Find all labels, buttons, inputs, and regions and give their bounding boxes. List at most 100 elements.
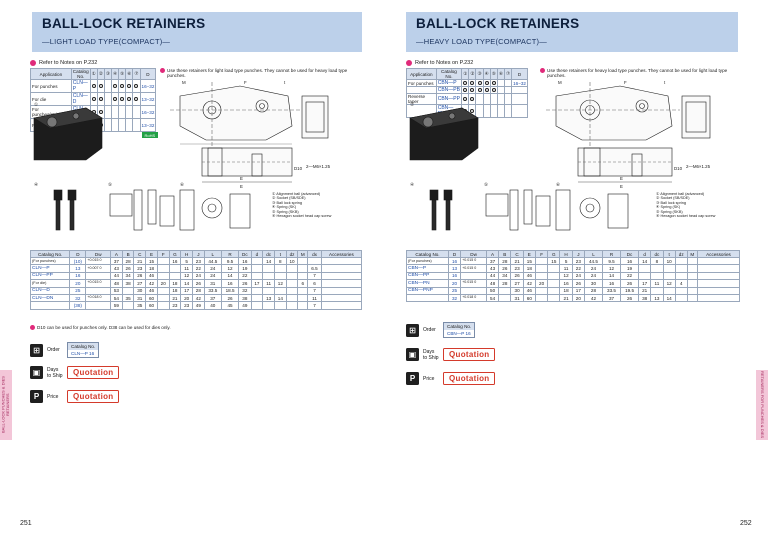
catalog-cell[interactable]: CBN—P xyxy=(406,264,449,273)
available-circle-icon xyxy=(98,83,103,88)
side-tab-right[interactable]: RETAINERS FOR PUNCHES & DIES xyxy=(756,370,768,440)
dimension-cell: 10 xyxy=(662,256,676,266)
catalog-cell[interactable]: CBN—PP xyxy=(406,271,449,281)
dimension-cell xyxy=(674,271,688,281)
order-example: Catalog No. CBN—P 16 xyxy=(443,322,476,338)
catalog-cell[interactable]: CLN—PP xyxy=(29,271,71,281)
dimension-cell: 28 xyxy=(583,286,604,295)
dimension-cell: 26 xyxy=(620,279,640,288)
dimension-cell: 13 xyxy=(650,293,664,303)
dimension-cell: 16 xyxy=(559,279,573,288)
price-label: Price xyxy=(423,375,435,382)
diameter-cell: 32 xyxy=(69,293,87,303)
parts-list-item: ⑥ Hexagon socket head cap screw xyxy=(656,214,716,219)
price-quotation-button[interactable]: Quotation xyxy=(443,372,496,385)
days-quotation-button[interactable]: Quotation xyxy=(67,366,120,379)
column-header: t xyxy=(273,250,287,258)
diameter-cell: 13 xyxy=(69,264,87,273)
dimension-cell: 23 xyxy=(510,264,524,273)
tolerance-cell xyxy=(460,286,487,295)
available-circle-icon xyxy=(91,96,96,101)
accessories-cell xyxy=(320,293,363,303)
svg-text:E: E xyxy=(620,176,623,181)
column-header: dz xyxy=(285,250,299,258)
available-circle-icon xyxy=(98,96,103,101)
dimension-cell: 12 xyxy=(662,279,676,288)
svg-text:①: ① xyxy=(410,102,414,107)
column-header: Catalog No. xyxy=(406,250,449,258)
days-quotation-button[interactable]: Quotation xyxy=(443,348,496,361)
catalog-cell[interactable]: CBN—PN xyxy=(406,279,449,288)
catalog-cell[interactable]: CLN—P xyxy=(29,264,71,273)
available-circle-icon xyxy=(134,83,139,88)
dimension-cell: 60 xyxy=(145,301,158,310)
dimension-cell xyxy=(650,286,664,295)
dimension-cell xyxy=(273,264,287,273)
dimension-cell xyxy=(547,293,561,303)
accessories-cell xyxy=(320,301,363,310)
days-to-ship-row: ▣ Days to Ship Quotation xyxy=(30,366,120,379)
svg-text:⑥: ⑥ xyxy=(556,182,560,187)
dim-label: t xyxy=(284,80,286,85)
dimension-cell: 9.5 xyxy=(220,256,240,266)
catalog-cell[interactable]: CLN—D xyxy=(29,286,71,295)
dimension-cell: 4 xyxy=(674,279,688,288)
diameter-cell: 25 xyxy=(69,286,87,295)
dimension-cell xyxy=(285,271,299,281)
dimension-cell: 21 xyxy=(559,293,573,303)
available-circle-icon xyxy=(91,83,96,88)
dimension-cell: 33.5 xyxy=(203,286,222,295)
dimension-cell: 17 xyxy=(250,279,264,288)
dimension-cell: 60 xyxy=(522,293,536,303)
dimension-cell: 18 xyxy=(168,279,182,288)
dimension-cell: 33.5 xyxy=(601,286,622,295)
page-title: BALL-LOCK RETAINERS xyxy=(416,16,580,31)
catalog-cell[interactable]: CLN—DN xyxy=(29,293,71,303)
side-tab-left[interactable]: BALL-LOCK PUNCHES & DIES RETAINERS xyxy=(0,370,12,440)
dimension-cell xyxy=(534,271,549,281)
dimension-cell: 10 xyxy=(285,256,299,266)
price-row: P Price Quotation xyxy=(30,390,120,403)
dimension-cell: 48 xyxy=(110,279,123,288)
dimension-cell xyxy=(547,271,561,281)
dimension-cell: 17 xyxy=(571,286,585,295)
parts-list: ① Alignment ball (advanced)② Socket (SB/… xyxy=(656,192,746,218)
column-header: F xyxy=(534,250,549,258)
column-header: L xyxy=(203,250,222,258)
catalog-cell[interactable]: CBN—PNP xyxy=(406,286,449,295)
price-icon: P xyxy=(406,372,419,385)
dimension-cell: 43 xyxy=(110,264,123,273)
accessories-cell xyxy=(320,256,363,266)
available-circle-icon xyxy=(477,87,482,92)
column-header: Dw xyxy=(85,250,112,258)
dimension-cell xyxy=(534,293,549,303)
notes-reference[interactable]: Refer to Notes on P.232 xyxy=(406,60,473,66)
dimension-cell: 22 xyxy=(571,264,585,273)
dimension-cell: 26 xyxy=(220,293,240,303)
tolerance-cell xyxy=(460,271,487,281)
dimension-cell: 12 xyxy=(220,264,240,273)
dimension-cell: 21 xyxy=(133,256,147,266)
price-quotation-button[interactable]: Quotation xyxy=(67,390,120,403)
svg-text:⑤: ⑤ xyxy=(484,182,488,187)
dimension-cell: 23 xyxy=(571,256,585,266)
dimension-cell: 49 xyxy=(238,301,252,310)
available-circle-icon xyxy=(113,96,118,101)
parts-list-item: ③ Ball lock spring xyxy=(656,200,686,205)
dimension-cell xyxy=(547,264,561,273)
dimension-cell xyxy=(662,264,676,273)
dimension-cell xyxy=(156,271,170,281)
notes-reference[interactable]: Refer to Notes on P.232 xyxy=(30,60,97,66)
dimension-cell xyxy=(686,279,698,288)
catalog-code[interactable]: CLN—P xyxy=(70,79,91,93)
dimension-cell xyxy=(650,271,664,281)
